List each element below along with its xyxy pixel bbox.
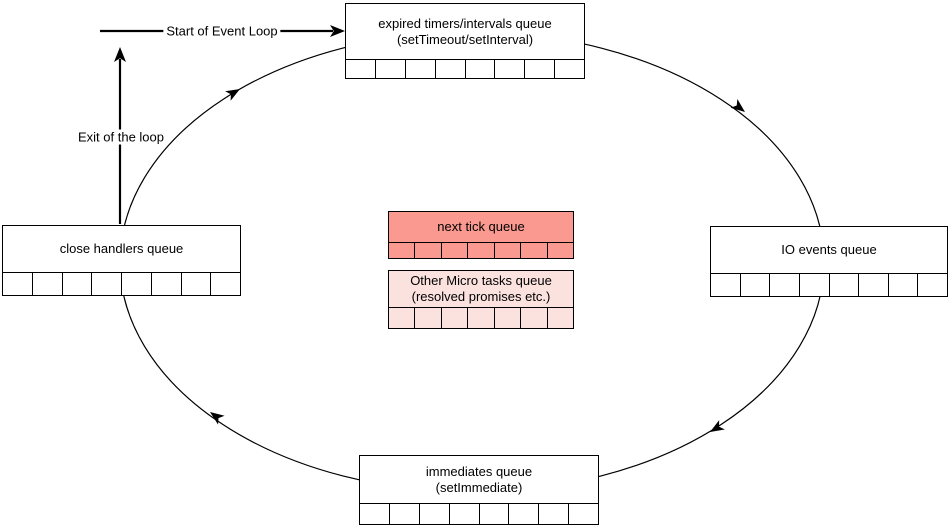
queue-cell (554, 60, 584, 78)
queue-cell (546, 308, 573, 328)
next-tick-queue-title: next tick queue (389, 212, 573, 242)
queue-cell (3, 273, 32, 295)
io-events-queue-cells (711, 273, 947, 296)
queue-cell (493, 308, 520, 328)
immediates-queue-cells (360, 503, 598, 524)
immediates-queue-title-line1: immediates queue (425, 463, 533, 479)
queue-cell (538, 504, 568, 524)
queue-cell (360, 504, 389, 524)
queue-cell (494, 60, 524, 78)
loop-arrowhead-bottom-right (707, 420, 725, 437)
loop-direction-arrowheads (206, 84, 749, 437)
loop-arrowhead-top-left (225, 84, 243, 101)
queue-cell (150, 273, 181, 295)
queue-cell (568, 504, 598, 524)
close-handlers-queue-box: close handlers queue (2, 225, 241, 296)
queue-cell (887, 274, 918, 296)
queue-cell (524, 60, 554, 78)
microtasks-queue-cells (389, 307, 573, 328)
start-arrowhead (330, 25, 345, 37)
start-of-event-loop-label: Start of Event Loop (163, 23, 281, 39)
queue-cell (210, 273, 240, 295)
queue-cell (388, 504, 419, 524)
immediates-queue-box: immediates queue (setImmediate) (359, 455, 599, 525)
queue-cell (917, 274, 947, 296)
queue-cell (798, 274, 829, 296)
queue-cell (121, 273, 151, 295)
queue-cell (91, 273, 121, 295)
queue-cell (418, 504, 449, 524)
queue-cell (769, 274, 799, 296)
queue-cell (346, 60, 375, 78)
microtasks-queue-title-line2: (resolved promises etc.) (411, 289, 551, 304)
queue-cell (434, 60, 465, 78)
timers-queue-title-line2: (setTimeout/setInterval) (396, 31, 534, 47)
queue-cell (464, 60, 495, 78)
next-tick-queue-box: next tick queue (388, 211, 574, 259)
immediates-queue-title: immediates queue (setImmediate) (360, 456, 598, 503)
microtasks-queue-box: Other Micro tasks queue (resolved promis… (388, 270, 574, 329)
queue-cell (448, 504, 479, 524)
close-handlers-queue-label: close handlers queue (59, 241, 184, 256)
queue-cell (739, 274, 770, 296)
queue-cell (508, 504, 538, 524)
timers-queue-title: expired timers/intervals queue (setTimeo… (346, 4, 584, 59)
queue-cell (467, 308, 493, 328)
queue-cell (61, 273, 92, 295)
queue-cell (493, 243, 520, 258)
timers-queue-cells (346, 59, 584, 78)
queue-cell (440, 308, 467, 328)
microtasks-queue-title-line1: Other Micro tasks queue (410, 273, 552, 288)
queue-cell (414, 243, 440, 258)
queue-cell (404, 60, 435, 78)
io-events-queue-label: IO events queue (781, 242, 877, 257)
io-events-queue-title: IO events queue (711, 227, 947, 273)
queue-cell (546, 243, 573, 258)
next-tick-queue-label: next tick queue (437, 219, 525, 234)
exit-arrowhead (114, 47, 126, 62)
queue-cell (478, 504, 509, 524)
timers-queue-box: expired timers/intervals queue (setTimeo… (345, 3, 585, 79)
queue-cell (440, 243, 467, 258)
next-tick-queue-cells (389, 242, 573, 258)
queue-cell (858, 274, 888, 296)
io-events-queue-box: IO events queue (710, 226, 948, 297)
queue-cell (180, 273, 211, 295)
close-handlers-queue-title: close handlers queue (3, 226, 240, 272)
timers-queue-title-line1: expired timers/intervals queue (378, 15, 552, 31)
exit-of-loop-label: Exit of the loop (75, 129, 167, 145)
queue-cell (389, 243, 414, 258)
queue-cell (711, 274, 740, 296)
queue-cell (520, 308, 546, 328)
loop-arrowhead-bottom-left (206, 407, 225, 425)
queue-cell (374, 60, 405, 78)
queue-cell (828, 274, 859, 296)
queue-cell (520, 243, 546, 258)
queue-cell (31, 273, 62, 295)
loop-arrowhead-top-right (730, 99, 749, 117)
queue-cell (389, 308, 414, 328)
queue-cell (414, 308, 440, 328)
microtasks-queue-title: Other Micro tasks queue (resolved promis… (389, 271, 573, 307)
queue-cell (467, 243, 493, 258)
close-handlers-queue-cells (3, 272, 240, 295)
immediates-queue-title-line2: (setImmediate) (435, 479, 523, 495)
